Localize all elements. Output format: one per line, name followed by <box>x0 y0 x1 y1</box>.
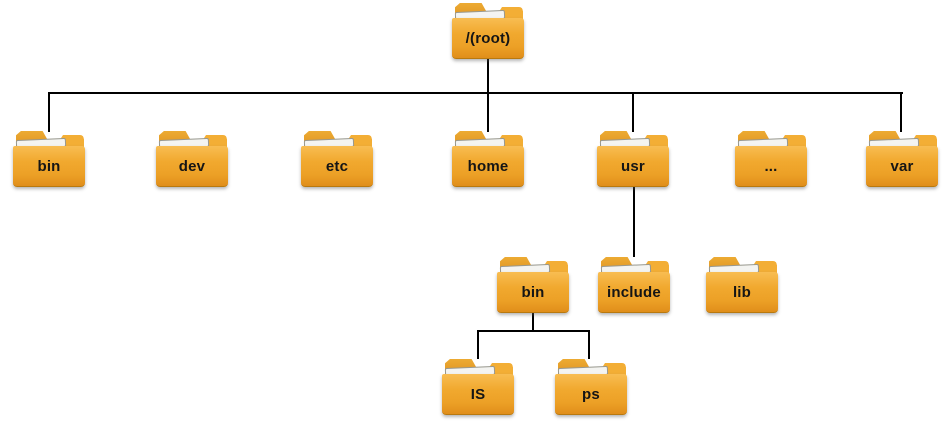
folder-front: lib <box>706 272 778 313</box>
connector-drop-var <box>900 92 902 132</box>
connector-root-to-home <box>487 58 489 132</box>
folder-bin: bin <box>13 131 85 187</box>
folder-label: etc <box>325 157 349 175</box>
folder-label: home <box>467 157 509 175</box>
folder-label: /(root) <box>465 29 511 47</box>
folder-front: ... <box>735 146 807 187</box>
folder-front: ps <box>555 374 627 415</box>
folder-label: bin <box>521 283 545 301</box>
folder-front: var <box>866 146 938 187</box>
folder-label: ps <box>582 385 600 403</box>
folder-usr: usr <box>597 131 669 187</box>
connector-usr-to-include <box>633 187 635 257</box>
folder-home: home <box>452 131 524 187</box>
connector-bin2-down <box>532 313 534 332</box>
folder-label: ... <box>764 157 778 175</box>
folder-label: lib <box>732 283 752 301</box>
connector-level1-bus <box>48 92 903 94</box>
folder-var: var <box>866 131 938 187</box>
folder-ps: ps <box>555 359 627 415</box>
folder-front: usr <box>597 146 669 187</box>
folder-is: IS <box>442 359 514 415</box>
folder-label: dev <box>178 157 206 175</box>
connector-drop-bin <box>48 92 50 132</box>
folder-front: home <box>452 146 524 187</box>
connector-level3-bus <box>477 330 590 332</box>
connector-drop-ps <box>588 330 590 359</box>
folder-label: IS <box>470 385 486 403</box>
folder-label: usr <box>621 157 645 175</box>
folder-label: bin <box>37 157 61 175</box>
connector-drop-is <box>477 330 479 359</box>
folder-front: dev <box>156 146 228 187</box>
folder-include: include <box>598 257 670 313</box>
folder-ellipsis: ... <box>735 131 807 187</box>
folder-root: /(root) <box>452 3 524 59</box>
folder-label: include <box>607 283 661 301</box>
folder-front: include <box>598 272 670 313</box>
connector-drop-usr <box>632 92 634 132</box>
folder-front: bin <box>497 272 569 313</box>
folder-usr-bin: bin <box>497 257 569 313</box>
folder-front: /(root) <box>452 18 524 59</box>
folder-front: etc <box>301 146 373 187</box>
folder-label: var <box>890 157 914 175</box>
folder-etc: etc <box>301 131 373 187</box>
folder-front: IS <box>442 374 514 415</box>
folder-dev: dev <box>156 131 228 187</box>
folder-front: bin <box>13 146 85 187</box>
folder-lib: lib <box>706 257 778 313</box>
